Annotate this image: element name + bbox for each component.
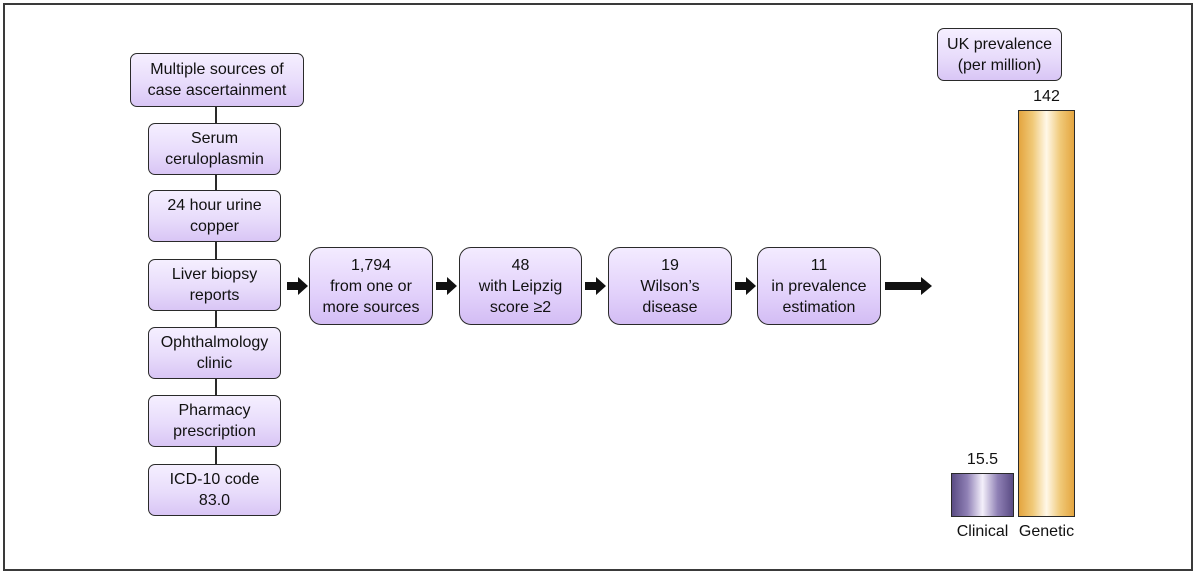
category-label-clinical: Clinical bbox=[956, 523, 1009, 540]
flow-label-line1: Wilson’s bbox=[640, 277, 700, 295]
flow-box-leipzig-score: 48 with Leipzig score ≥2 bbox=[459, 247, 582, 325]
flow-count: 1,794 bbox=[350, 256, 392, 274]
flow-count: 19 bbox=[661, 256, 679, 274]
flow-count: 11 bbox=[810, 256, 828, 274]
chart-title-box: UK prevalence (per million) bbox=[937, 28, 1062, 81]
sources-header-line1: Multiple sources of bbox=[150, 61, 284, 78]
flow-label-line2: score ≥2 bbox=[489, 298, 552, 316]
source-label-line2: 83.0 bbox=[198, 492, 231, 509]
arrow-right-icon bbox=[436, 277, 457, 295]
source-label-line1: 24 hour urine bbox=[167, 197, 262, 214]
flow-label-line2: disease bbox=[642, 298, 698, 316]
flow-box-prevalence-estimation: 11 in prevalence estimation bbox=[757, 247, 881, 325]
flow-box-wilsons-disease: 19 Wilson’s disease bbox=[608, 247, 732, 325]
flow-label-line2: more sources bbox=[322, 298, 420, 316]
flow-label-line2: estimation bbox=[782, 298, 856, 316]
value-label-genetic: 142 bbox=[1033, 88, 1060, 105]
flow-box-1794-sources: 1,794 from one or more sources bbox=[309, 247, 433, 325]
flow-label-line1: with Leipzig bbox=[478, 277, 563, 295]
source-box-ophthalmology: Ophthalmology clinic bbox=[148, 327, 281, 379]
category-label-genetic: Genetic bbox=[1018, 523, 1075, 540]
source-label-line2: clinic bbox=[196, 355, 233, 372]
flow-label-line1: from one or bbox=[330, 277, 412, 295]
chart-title-line1: UK prevalence bbox=[947, 35, 1052, 53]
flow-label-line1: in prevalence bbox=[771, 277, 867, 295]
source-box-liver-biopsy: Liver biopsy reports bbox=[148, 259, 281, 311]
arrow-right-icon bbox=[735, 277, 756, 295]
source-box-icd10: ICD-10 code 83.0 bbox=[148, 464, 281, 516]
source-box-urine-copper: 24 hour urine copper bbox=[148, 190, 281, 242]
source-box-serum-ceruloplasmin: Serum ceruloplasmin bbox=[148, 123, 281, 175]
long-arrow-right-icon bbox=[885, 277, 932, 295]
source-label-line2: prescription bbox=[173, 423, 256, 440]
flow-count: 48 bbox=[511, 256, 530, 274]
source-label-line2: copper bbox=[190, 218, 239, 235]
source-label-line2: reports bbox=[189, 287, 240, 304]
chart-title-line2: (per million) bbox=[957, 56, 1042, 74]
source-label-line1: Serum bbox=[190, 130, 239, 147]
sources-header-box: Multiple sources of case ascertainment bbox=[130, 53, 304, 107]
bar-genetic bbox=[1018, 110, 1075, 517]
source-label-line1: ICD-10 code bbox=[169, 471, 260, 488]
source-label-line1: Ophthalmology bbox=[160, 334, 269, 351]
figure-frame: Multiple sources of case ascertainment S… bbox=[3, 3, 1193, 571]
sources-header-line2: case ascertainment bbox=[147, 82, 287, 99]
source-label-line1: Pharmacy bbox=[178, 402, 251, 419]
bar-clinical bbox=[951, 473, 1014, 517]
arrow-right-icon bbox=[287, 277, 308, 295]
value-label-clinical: 15.5 bbox=[966, 451, 999, 468]
source-box-pharmacy: Pharmacy prescription bbox=[148, 395, 281, 447]
source-label-line2: ceruloplasmin bbox=[165, 151, 264, 168]
source-label-line1: Liver biopsy bbox=[171, 266, 258, 283]
arrow-right-icon bbox=[585, 277, 606, 295]
